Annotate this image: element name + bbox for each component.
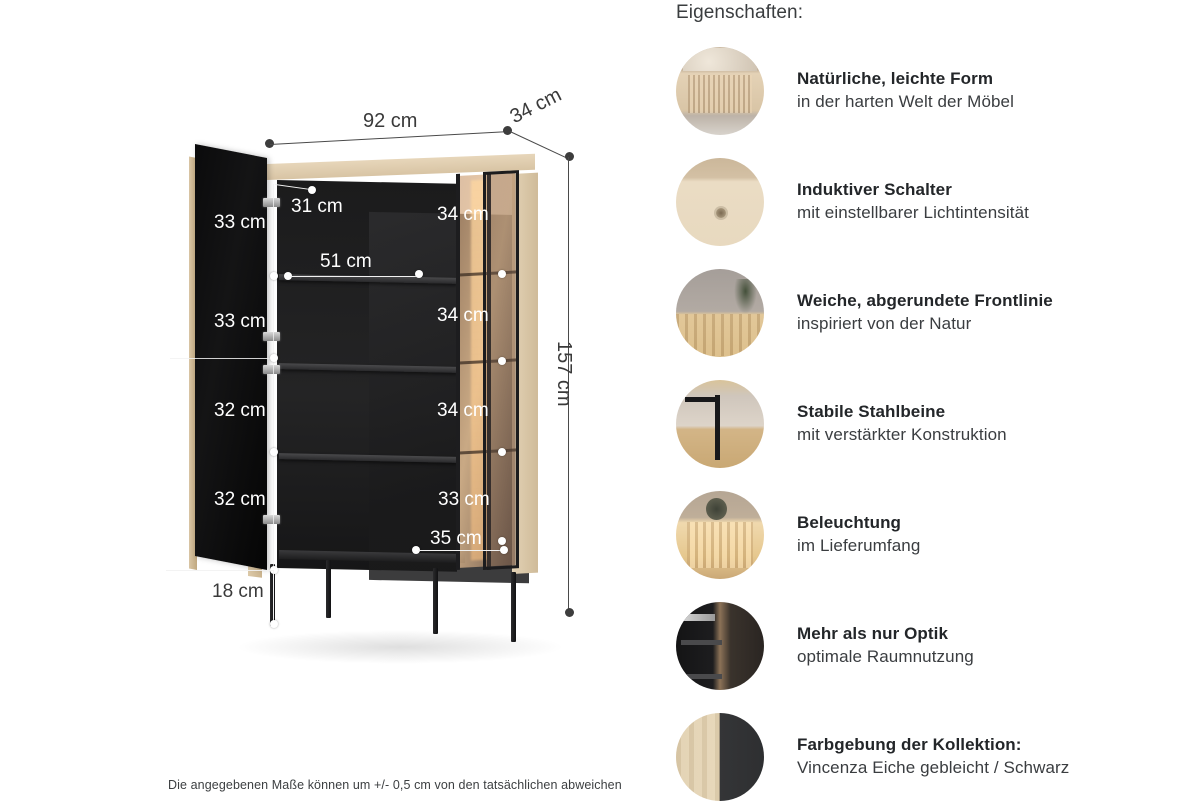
feature-heading: Farbgebung der Kollektion: [797,734,1022,754]
dim-label-35: 35 cm [430,528,482,549]
dim-label-width-92: 92 cm [363,110,418,132]
feature-subtext: optimale Raumnutzung [797,646,974,666]
measurement-disclaimer: Die angegebenen Maße können um +/- 0,5 c… [168,778,622,792]
door-hinge [263,515,280,524]
dim-label-31: 31 cm [291,196,343,217]
dim-endpoint [270,566,278,574]
cabinet-leg [433,568,438,634]
dim-label-32a: 32 cm [214,400,266,421]
dim-endpoint [498,357,506,365]
feature-subtext: inspiriert von der Natur [797,313,972,333]
cabinet-leg [326,560,331,618]
feature-row-frontlinie: Weiche, abgerundete Frontlinie inspirier… [676,257,1196,368]
dim-label-33a: 33 cm [214,212,266,233]
feature-heading: Natürliche, leichte Form [797,68,994,88]
front-line-thumbnail-icon [676,268,764,357]
feature-text: Weiche, abgerundete Frontlinie inspirier… [797,290,1053,336]
dim-endpoint [500,546,508,554]
feature-text: Stabile Stahlbeine mit verstärkter Konst… [797,401,1007,447]
dim-label-vitrine-33: 33 cm [438,489,490,510]
dim-endpoint [565,152,574,161]
steel-legs-thumbnail-icon [676,379,764,468]
cabinet-leg [270,564,275,626]
dim-label-vitrine-34c: 34 cm [437,400,489,421]
dim-endpoint [270,448,278,456]
feature-text: Mehr als nur Optik optimale Raumnutzung [797,623,974,669]
dim-label-vitrine-34b: 34 cm [437,305,489,326]
dim-line-18 [273,570,274,624]
dim-endpoint [415,270,423,278]
dim-label-18: 18 cm [212,581,264,602]
feature-subtext: Vincenza Eiche gebleicht / Schwarz [797,757,1070,777]
features-heading: Eigenschaften: [676,2,804,23]
dim-endpoint [498,537,506,545]
feature-row-mehr-als-optik: Mehr als nur Optik optimale Raumnutzung [676,590,1196,701]
dim-endpoint [498,270,506,278]
feature-row-farbgebung: Farbgebung der Kollektion: Vincenza Eich… [676,701,1196,812]
dim-label-depth-34: 34 cm [506,83,566,129]
features-pane: Eigenschaften: Natürliche, leichte Form … [676,0,1200,801]
feature-text: Farbgebung der Kollektion: Vincenza Eich… [797,734,1069,780]
dim-endpoint [565,608,574,617]
feature-subtext: mit einstellbarer Lichtintensität [797,202,1029,222]
dim-label-51: 51 cm [320,251,372,272]
lighting-thumbnail-icon [676,490,764,579]
dim-line-interior-vertical [273,184,274,589]
dim-endpoint [503,126,512,135]
dim-line-tick [170,358,275,359]
dim-endpoint [498,448,506,456]
feature-row-beleuchtung: Beleuchtung im Lieferumfang [676,479,1196,590]
dim-label-33b: 33 cm [214,311,266,332]
dim-line-51 [290,276,416,277]
dim-endpoint [284,272,292,280]
dim-line-18-top [166,570,274,571]
dim-endpoint [270,354,278,362]
feature-row-stahlbeine: Stabile Stahlbeine mit verstärkter Konst… [676,368,1196,479]
feature-row-induktiver-schalter: Induktiver Schalter mit einstellbarer Li… [676,146,1196,257]
dim-label-32b: 32 cm [214,489,266,510]
dim-endpoint [265,139,274,148]
interior-thumbnail-icon [676,601,764,690]
cabinet-illustration [189,144,565,664]
cabinet-interior [277,180,529,584]
floor-shadow [235,630,565,664]
feature-row-natuerliche-form: Natürliche, leichte Form in der harten W… [676,35,1196,146]
feature-heading: Induktiver Schalter [797,179,952,199]
feature-heading: Weiche, abgerundete Frontlinie [797,290,1053,310]
door-hinge [263,332,280,341]
dim-endpoint [412,546,420,554]
dim-label-height-157: 157 cm [553,341,575,407]
door-hinge [263,365,280,374]
technical-drawing-pane: 92 cm 34 cm 157 cm 31 cm 33 cm 51 cm [150,84,622,792]
feature-text: Natürliche, leichte Form in der harten W… [797,68,1014,114]
dim-line-width [269,131,508,145]
color-swatch-thumbnail-icon [676,712,764,801]
sideboard-thumbnail-icon [676,46,764,135]
feature-heading: Mehr als nur Optik [797,623,949,643]
feature-heading: Stabile Stahlbeine [797,401,946,421]
feature-subtext: im Lieferumfang [797,535,921,555]
feature-heading: Beleuchtung [797,512,902,532]
dim-endpoint [270,620,278,628]
dim-endpoint [308,186,316,194]
dim-endpoint [270,272,278,280]
feature-text: Induktiver Schalter mit einstellbarer Li… [797,179,1029,225]
cabinet-drawing: 92 cm 34 cm 157 cm 31 cm 33 cm 51 cm [150,84,620,690]
feature-subtext: in der harten Welt der Möbel [797,91,1014,111]
switch-thumbnail-icon [676,157,764,246]
dim-label-vitrine-34a: 34 cm [437,204,489,225]
feature-subtext: mit verstärkter Konstruktion [797,424,1007,444]
feature-text: Beleuchtung im Lieferumfang [797,512,920,558]
door-hinge [263,198,280,207]
cabinet-leg [511,572,516,642]
dim-line-35 [418,550,502,551]
